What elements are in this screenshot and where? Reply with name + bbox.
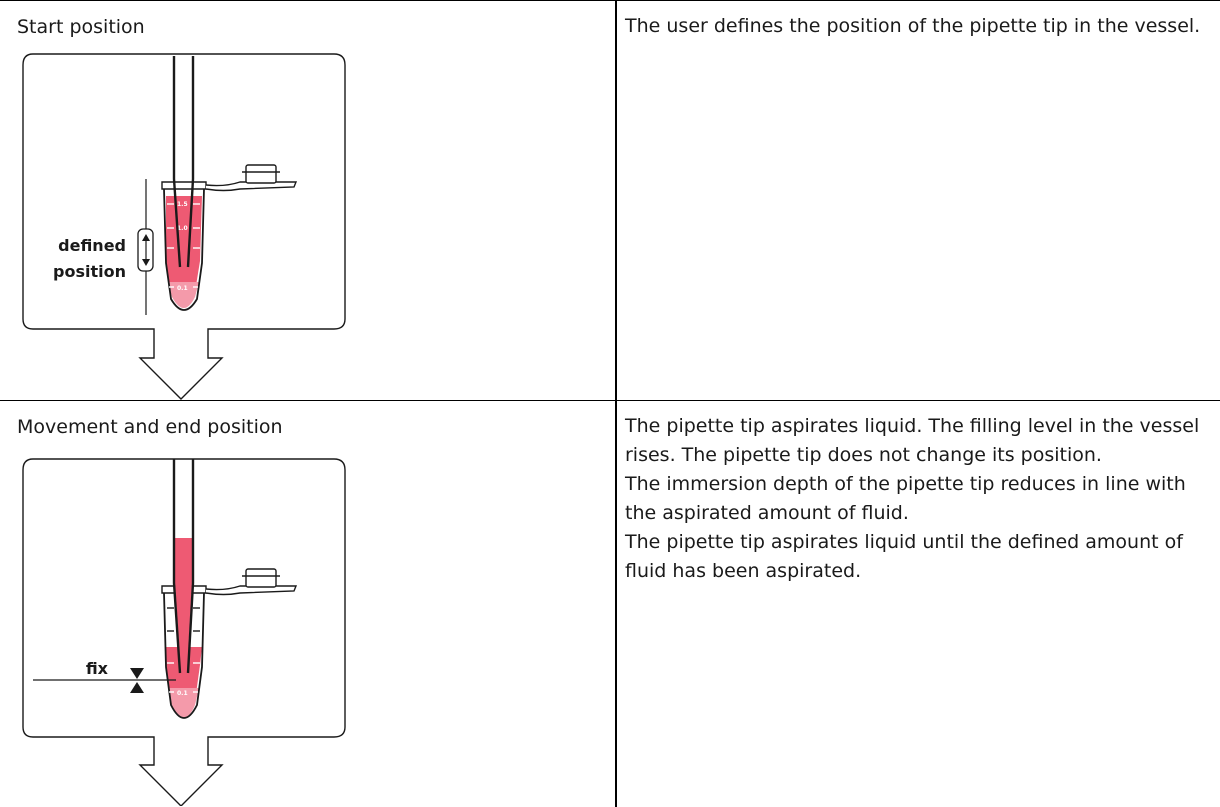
movement-cell: Movement and end position: [0, 400, 617, 807]
fix-marker-icon: [130, 668, 144, 694]
pipette-tip: [172, 56, 195, 268]
scale-ticks: [167, 203, 200, 288]
start-position-figure: 1.5 1.0 0.1: [0, 1, 615, 401]
scale-mark-1-5: 1.5: [177, 201, 188, 208]
pipette-tip: [172, 459, 195, 674]
movement-description-cell: The pipette tip aspirates liquid. The fi…: [616, 400, 1220, 807]
start-position-diagram: 1.5 1.0 0.1: [22, 53, 346, 400]
start-position-description-cell: The user defines the position of the pip…: [616, 0, 1220, 401]
description-paragraph: The pipette tip aspirates liquid until t…: [625, 531, 1183, 583]
table-row-start: Start position: [0, 0, 1220, 401]
tube-outline: [163, 188, 205, 311]
movement-diagram: 0.1 fix: [22, 458, 346, 807]
liquid-bottom: [168, 282, 199, 308]
scale-mark-0-1: 0.1: [177, 690, 188, 697]
liquid-fill: [166, 196, 202, 306]
label-defined: defined: [58, 236, 126, 255]
label-position: position: [53, 262, 126, 281]
table-row-movement: Movement and end position: [0, 400, 1220, 807]
liquid-bottom: [168, 688, 199, 719]
description-paragraph: The pipette tip aspirates liquid. The fi…: [625, 415, 1200, 467]
description-paragraph: The user defines the position of the pip…: [625, 15, 1201, 37]
movement-title: Movement and end position: [17, 416, 283, 439]
scale-mark-1-0: 1.0: [177, 225, 188, 232]
scale-ticks: [167, 607, 200, 633]
tube-cap: [161, 164, 298, 192]
description-paragraph: The immersion depth of the pipette tip r…: [625, 473, 1186, 525]
tube-outline: [163, 593, 205, 720]
start-position-title: Start position: [17, 16, 145, 38]
aspirated-liquid: [175, 538, 192, 674]
start-position-cell: Start position: [0, 0, 617, 401]
movement-description: The pipette tip aspirates liquid. The fi…: [617, 401, 1220, 586]
label-fix: fix: [86, 659, 109, 678]
movement-figure: 0.1 fix: [0, 401, 615, 807]
position-range-icon: [137, 228, 154, 272]
scale-mark-0-1: 0.1: [177, 285, 188, 292]
start-position-description: The user defines the position of the pip…: [617, 1, 1220, 41]
scale-ticks-white: [167, 662, 200, 694]
